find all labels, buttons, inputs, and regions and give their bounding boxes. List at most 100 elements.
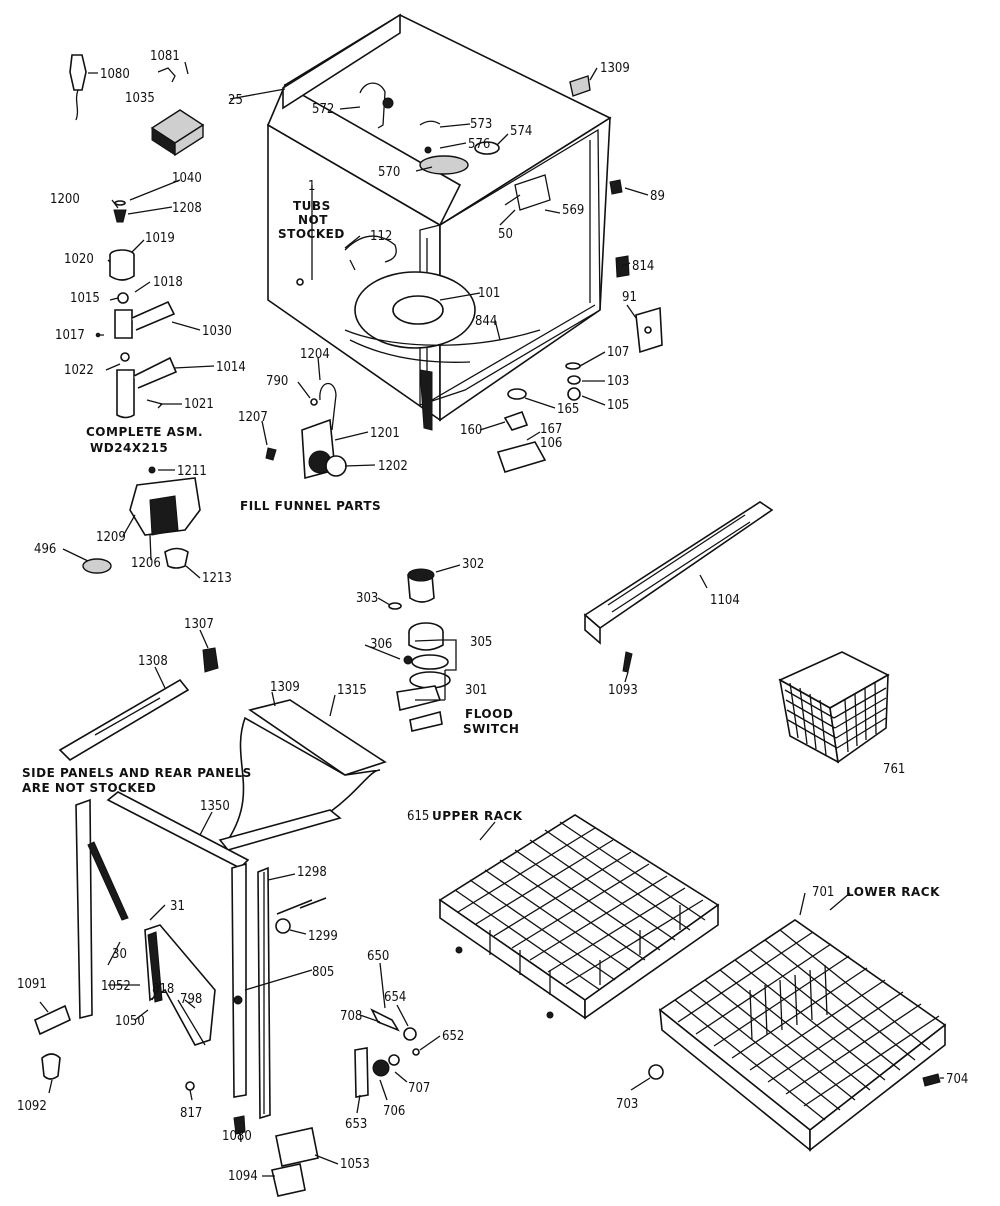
label-1208: 1208: [172, 201, 202, 216]
leader-lines: [39, 61, 944, 1177]
label-1093: 1093: [608, 683, 638, 698]
label-1307: 1307: [184, 617, 214, 632]
upper-rack: [438, 814, 720, 1020]
label-1020: 1020: [64, 252, 94, 267]
label-496: 496: [34, 542, 56, 557]
label-165: 165: [557, 402, 579, 417]
label-103: 103: [607, 374, 629, 389]
label-1209: 1209: [96, 530, 126, 545]
label-1080-top: 1080: [100, 67, 130, 82]
label-1202: 1202: [378, 459, 408, 474]
label-844: 844: [475, 314, 497, 329]
label-654: 654: [384, 990, 406, 1005]
label-790: 790: [266, 374, 288, 389]
label-1018: 1018: [153, 275, 183, 290]
label-805: 805: [312, 965, 334, 980]
caption-tubs-line3: STOCKED: [278, 227, 345, 241]
label-112: 112: [370, 229, 392, 244]
label-1053: 1053: [340, 1157, 370, 1172]
label-101: 101: [478, 286, 500, 301]
label-301: 301: [465, 683, 487, 698]
label-653: 653: [345, 1117, 367, 1132]
label-50: 50: [498, 227, 513, 242]
tub-assembly: [266, 13, 612, 431]
caption-complete-asm-line2: WD24X215: [90, 441, 168, 455]
caption-fill-funnel-parts: FILL FUNNEL PARTS: [240, 499, 381, 513]
label-818: 818: [152, 982, 174, 997]
valve-parts: [69, 54, 205, 419]
label-1030: 1030: [202, 324, 232, 339]
label-1022: 1022: [64, 363, 94, 378]
rack-rail: [583, 501, 774, 673]
caption-flood-switch-line1: FLOOD: [465, 707, 513, 721]
label-31: 31: [170, 899, 185, 914]
label-1204: 1204: [300, 347, 330, 362]
label-1104: 1104: [710, 593, 740, 608]
label-1206: 1206: [131, 556, 161, 571]
label-1021: 1021: [184, 397, 214, 412]
label-652: 652: [442, 1029, 464, 1044]
label-1308: 1308: [138, 654, 168, 669]
latch-parts: [354, 1008, 420, 1098]
label-1080-bottom: 1080: [222, 1129, 252, 1144]
label-306: 306: [370, 637, 392, 652]
label-106: 106: [540, 436, 562, 451]
door-assembly: [34, 647, 387, 1197]
label-303: 303: [356, 591, 378, 606]
caption-side-panels-line2: ARE NOT STOCKED: [22, 781, 156, 795]
label-576: 576: [468, 137, 490, 152]
label-1050: 1050: [115, 1014, 145, 1029]
label-1: 1: [308, 179, 315, 194]
label-1052: 1052: [101, 979, 131, 994]
label-1213: 1213: [202, 571, 232, 586]
label-105: 105: [607, 398, 629, 413]
label-701: 701: [812, 885, 834, 900]
flood-switch-parts: [388, 568, 451, 732]
label-1015: 1015: [70, 291, 100, 306]
label-1201: 1201: [370, 426, 400, 441]
label-25: 25: [228, 93, 243, 108]
label-1017: 1017: [55, 328, 85, 343]
caption-side-panels-line1: SIDE PANELS AND REAR PANELS: [22, 766, 252, 780]
label-706: 706: [383, 1104, 405, 1119]
label-1350: 1350: [200, 799, 230, 814]
label-305: 305: [470, 635, 492, 650]
label-573: 573: [470, 117, 492, 132]
fill-funnel-parts: [82, 382, 347, 574]
label-1207: 1207: [238, 410, 268, 425]
caption-tubs-line1: TUBS: [293, 199, 331, 213]
label-1014: 1014: [216, 360, 246, 375]
label-708: 708: [340, 1009, 362, 1024]
label-1298: 1298: [297, 865, 327, 880]
label-1019: 1019: [145, 231, 175, 246]
caption-lower-rack: LOWER RACK: [846, 885, 940, 899]
label-1315: 1315: [337, 683, 367, 698]
label-761: 761: [883, 762, 905, 777]
label-570: 570: [378, 165, 400, 180]
label-1309-top: 1309: [600, 61, 630, 76]
label-1309-door: 1309: [270, 680, 300, 695]
label-167: 167: [540, 422, 562, 437]
label-1092: 1092: [17, 1099, 47, 1114]
label-89: 89: [650, 189, 665, 204]
part-labels: 1080 1081 1035 25 572 573 574 576 570 13…: [17, 49, 968, 1184]
label-1040: 1040: [172, 171, 202, 186]
caption-complete-asm-line1: COMPLETE ASM.: [86, 425, 203, 439]
captions: TUBS NOT STOCKED COMPLETE ASM. WD24X215 …: [22, 199, 940, 899]
label-650: 650: [367, 949, 389, 964]
label-703: 703: [616, 1097, 638, 1112]
label-30: 30: [112, 947, 127, 962]
label-1200: 1200: [50, 192, 80, 207]
label-817: 817: [180, 1106, 202, 1121]
label-704: 704: [946, 1072, 968, 1087]
label-160: 160: [460, 423, 482, 438]
label-574: 574: [510, 124, 532, 139]
label-302: 302: [462, 557, 484, 572]
label-615: 615: [407, 809, 429, 824]
label-1299: 1299: [308, 929, 338, 944]
label-1211: 1211: [177, 464, 207, 479]
label-107: 107: [607, 345, 629, 360]
label-1035: 1035: [125, 91, 155, 106]
